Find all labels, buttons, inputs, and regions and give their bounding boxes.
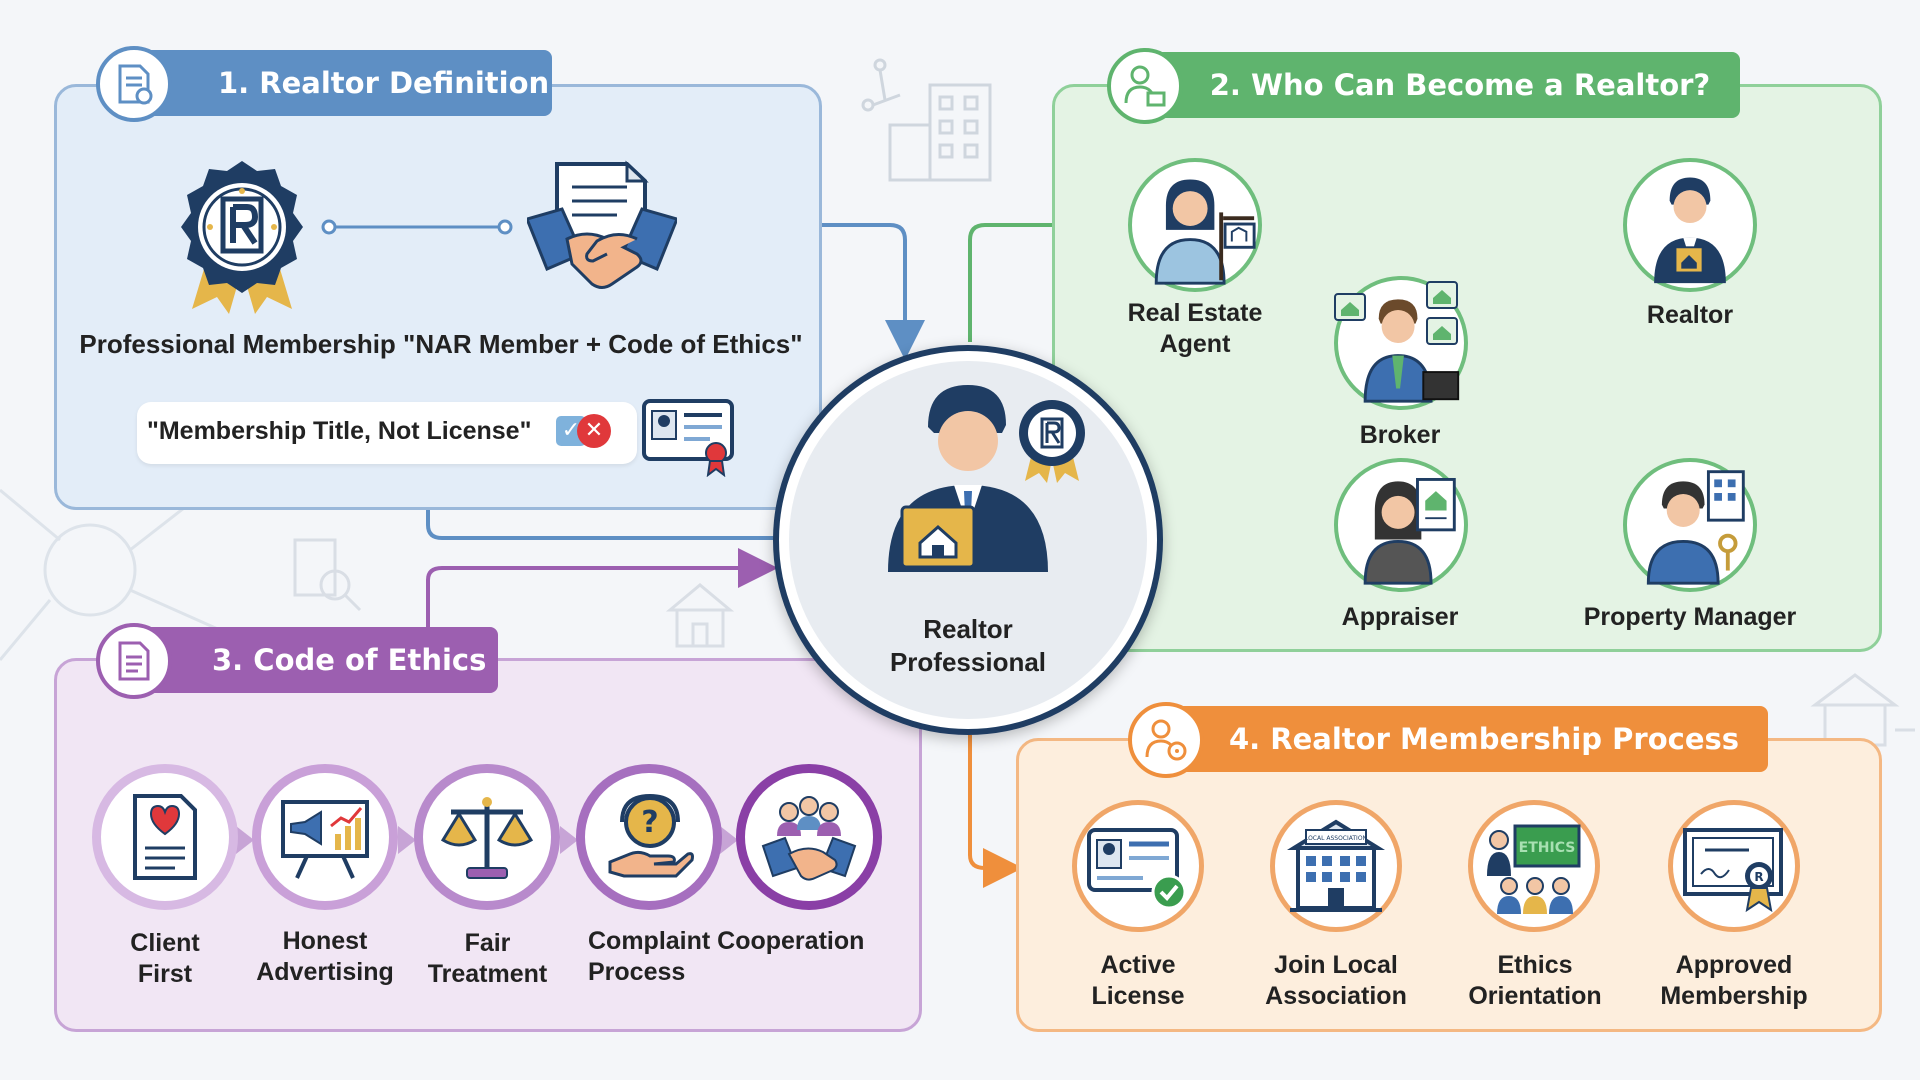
section3-title: 3. Code of Ethics [212,643,487,677]
team-handshake-icon [761,796,857,881]
membership-note-text: "Membership Title, Not License" [147,417,532,445]
appraiser-icon [1363,477,1456,585]
ethics-board-text: ETHICS [1519,840,1576,856]
step-association-circle: LOCAL ASSOCIATION [1270,800,1402,932]
section4-header: 4. Realtor Membership Process [1160,706,1768,772]
step-approved-circle: R [1668,800,1800,932]
support-question-icon: ? [608,793,694,878]
ethics-cooperation-circle [736,764,882,910]
document-icon [118,64,153,105]
step-license-circle [1072,800,1204,932]
section3-header: 3. Code of Ethics [130,627,498,693]
role-agent-circle [1128,158,1262,292]
membership-definition-text: Professional Membership "NAR Member + Co… [79,329,803,359]
role-broker-label: Broker [1359,421,1441,449]
role-manager-circle [1623,458,1757,592]
megaphone-chart-icon [281,800,369,879]
ethics-document-icon [118,641,150,681]
section2-title: 2. Who Can Become a Realtor? [1209,68,1711,102]
ethics-client-circle [92,764,238,910]
section-realtor-definition: Professional Membership "NAR Member + Co… [54,84,822,510]
certificate-icon: R [1683,828,1783,913]
center-nar-badge-icon [1019,400,1085,483]
property-manager-icon [1646,470,1745,585]
broker-icon [1363,299,1460,403]
section4-header-icon [1128,702,1204,778]
section1-header: 1. Realtor Definition [130,50,552,116]
association-sign-text: LOCAL ASSOCIATION [1305,835,1367,842]
license-check-icon [1087,828,1187,910]
background-search-icon [293,538,362,612]
ethics-flow-chevrons [236,826,738,854]
id-card-icon [642,399,734,477]
connector-dots [321,219,513,235]
role-manager-label: Property Manager [1583,603,1797,631]
background-network-icon [0,478,221,661]
role-appraiser-circle [1334,458,1468,592]
ethics-fair-circle [414,764,560,910]
ethics-advertising-circle [252,764,398,910]
handshake-contract-icon [527,160,677,289]
realtor-professional-icon [888,385,1048,572]
role-realtor-circle [1623,158,1757,292]
background-city-icon [861,58,992,182]
section3-header-icon [96,623,172,699]
membership-note-pill: "Membership Title, Not License" ✓ ✕ [137,402,637,464]
svg-text:?: ? [641,805,658,840]
step-orientation-circle: ETHICS [1468,800,1600,932]
scales-icon [440,797,534,879]
realtor-icon [1654,177,1726,284]
section2-header: 2. Who Can Become a Realtor? [1140,52,1740,118]
svg-text:R: R [1754,870,1763,884]
agent-with-sign-icon [1154,179,1256,285]
ethics-complaint-circle: ? [576,764,722,910]
house-tags-icon [1334,281,1458,345]
role-agent-label: Real Estate Agent [1127,299,1263,359]
section4-title: 4. Realtor Membership Process [1228,722,1740,756]
classroom-icon: ETHICS [1487,824,1581,914]
association-building-icon: LOCAL ASSOCIATION [1286,819,1386,912]
section1-header-icon [96,46,172,122]
heart-document-icon [133,794,197,880]
section1-title: 1. Realtor Definition [218,66,550,100]
person-gear-icon [1145,719,1187,761]
role-realtor-label: Realtor [1646,301,1734,329]
nar-badge-icon [181,161,303,314]
role-appraiser-label: Appraiser [1341,603,1459,631]
section2-header-icon [1107,48,1183,124]
background-house-icon [665,583,735,648]
person-briefcase-icon [1124,65,1166,107]
cross-icon: ✕ [577,414,611,448]
